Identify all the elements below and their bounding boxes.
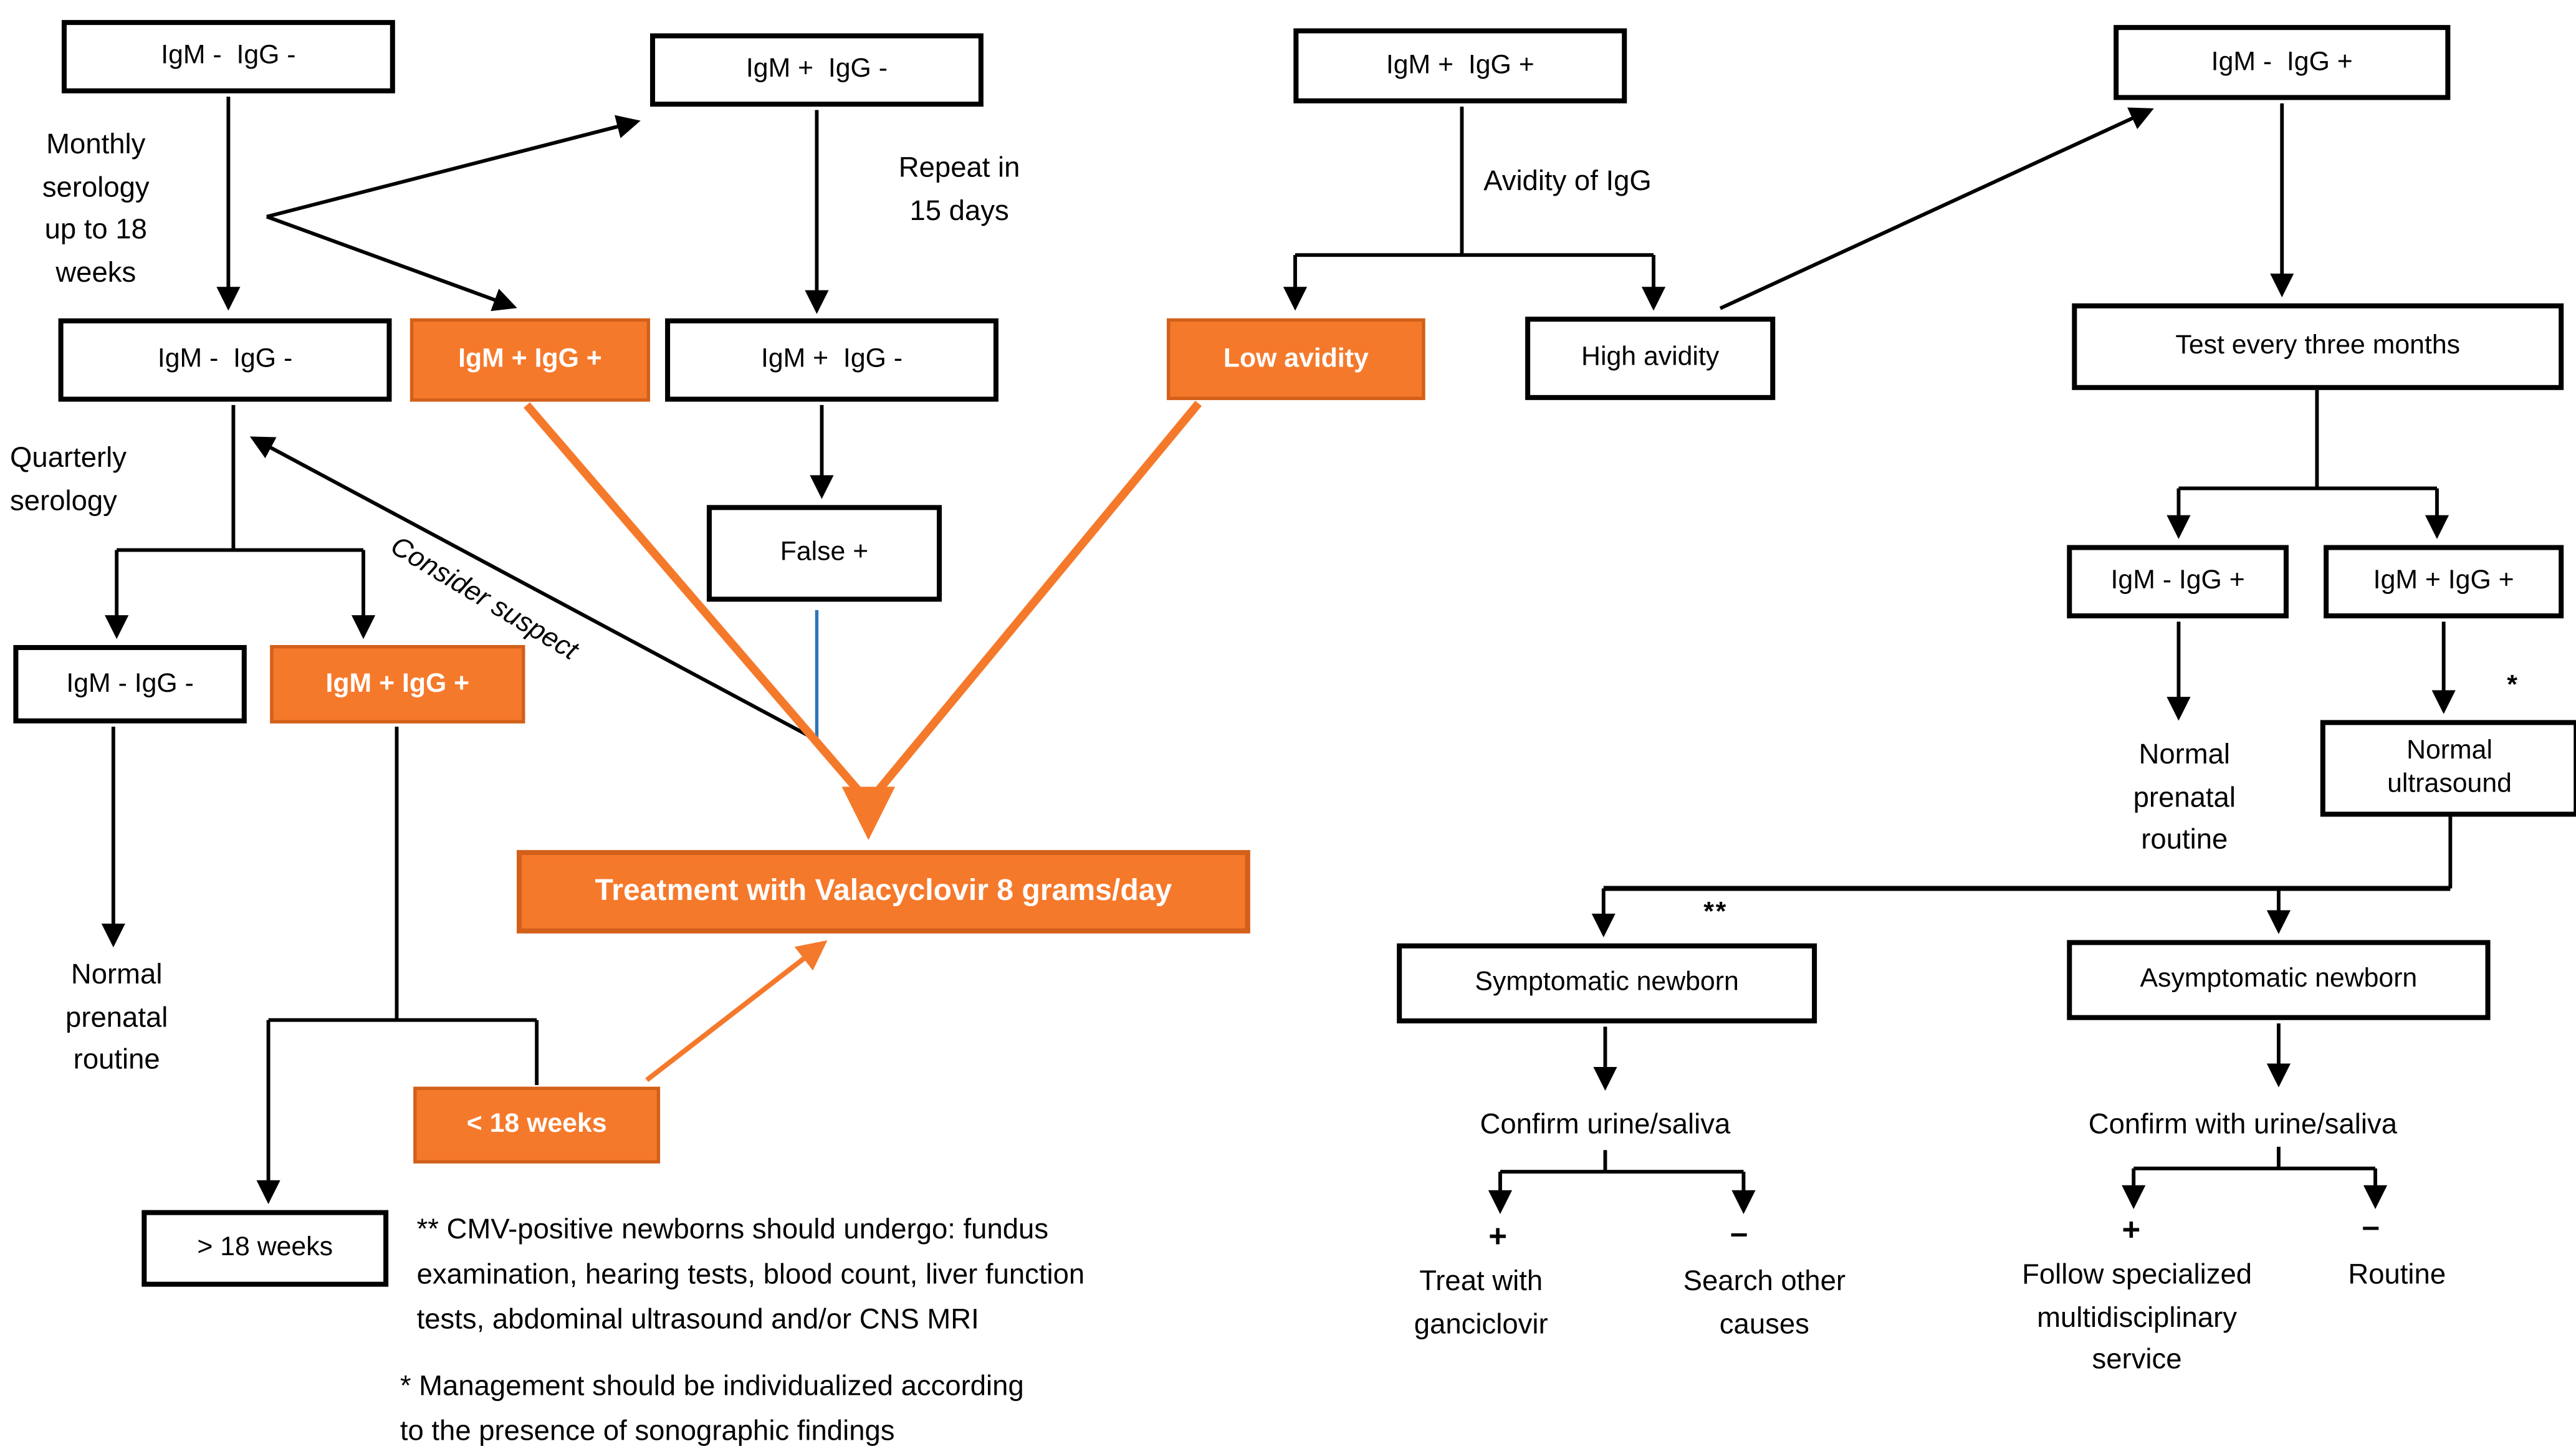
label-double-asterisk: ** — [1703, 898, 1728, 927]
label-monthly-serology: Monthly serology up to 18 weeks — [42, 128, 150, 288]
node-igm-neg-igg-neg-monthly: IgM - IgG - — [58, 318, 392, 402]
node-more-than-18-weeks: > 18 weeks — [141, 1210, 389, 1287]
node-igm-pos-igg-pos: IgM + IgG + — [1293, 28, 1627, 103]
node-high-avidity: High avidity — [1525, 317, 1776, 400]
node-igm-pos-igg-pos-seroconversion: IgM + IgG + — [409, 318, 651, 402]
node-igm-neg-igg-neg-start: IgM - IgG - — [61, 20, 395, 93]
node-less-than-18-weeks: < 18 weeks — [413, 1086, 661, 1164]
label-follow-specialized-service: Follow specialized multidisciplinary ser… — [2022, 1258, 2253, 1375]
node-symptomatic-newborn: Symptomatic newborn — [1397, 943, 1817, 1024]
black-connectors — [101, 97, 2456, 1214]
label-normal-prenatal-routine-left: Normal prenatal routine — [65, 958, 168, 1075]
node-igm-neg-igg-pos-followup: IgM - IgG + — [2067, 545, 2289, 619]
label-confirm-with-urine-saliva: Confirm with urine/saliva — [2088, 1108, 2398, 1141]
label-quarterly-serology: Quarterly serology — [10, 441, 127, 516]
node-treatment-valacyclovir: Treatment with Valacyclovir 8 grams/day — [517, 849, 1250, 934]
node-test-every-three-months: Test every three months — [2072, 303, 2564, 390]
label-repeat-15-days: Repeat in 15 days — [898, 151, 1020, 226]
node-igm-neg-igg-neg-quarterly: IgM - IgG - — [13, 644, 247, 724]
node-asymptomatic-newborn: Asymptomatic newborn — [2067, 940, 2491, 1020]
label-avidity-of-igg: Avidity of IgG — [1483, 165, 1652, 197]
footnote-management-individualized: * Management should be individualized ac… — [400, 1370, 1024, 1447]
label-search-other-causes: Search other causes — [1683, 1265, 1846, 1339]
orange-convergence-v — [524, 400, 1202, 1083]
node-igm-pos-igg-neg: IgM + IgG - — [650, 33, 984, 107]
footnote-cmv-positive-newborns: ** CMV-positive newborns should undergo:… — [416, 1213, 1085, 1336]
node-normal-ultrasound: Normal ultrasound — [2320, 720, 2576, 817]
label-normal-prenatal-routine-right: Normal prenatal routine — [2133, 738, 2236, 855]
label-plus-asymptomatic: + — [2122, 1213, 2141, 1249]
node-low-avidity: Low avidity — [1167, 318, 1425, 400]
label-confirm-urine-saliva: Confirm urine/saliva — [1480, 1108, 1731, 1141]
label-routine: Routine — [2348, 1258, 2446, 1290]
node-igm-pos-igg-pos-followup: IgM + IgG + — [2324, 545, 2564, 619]
node-igm-pos-igg-neg-repeat: IgM + IgG - — [665, 318, 998, 402]
label-single-asterisk: * — [2507, 671, 2519, 701]
label-treat-with-ganciclovir: Treat with ganciclovir — [1414, 1265, 1548, 1339]
label-minus-symptomatic: – — [1730, 1217, 1748, 1252]
label-plus-symptomatic: + — [1488, 1220, 1507, 1255]
node-igm-neg-igg-pos: IgM - IgG + — [2114, 25, 2451, 100]
node-false-positive: False + — [706, 505, 942, 602]
label-minus-asymptomatic: – — [2362, 1210, 2380, 1245]
node-igm-pos-igg-pos-quarterly: IgM + IgG + — [270, 644, 525, 724]
